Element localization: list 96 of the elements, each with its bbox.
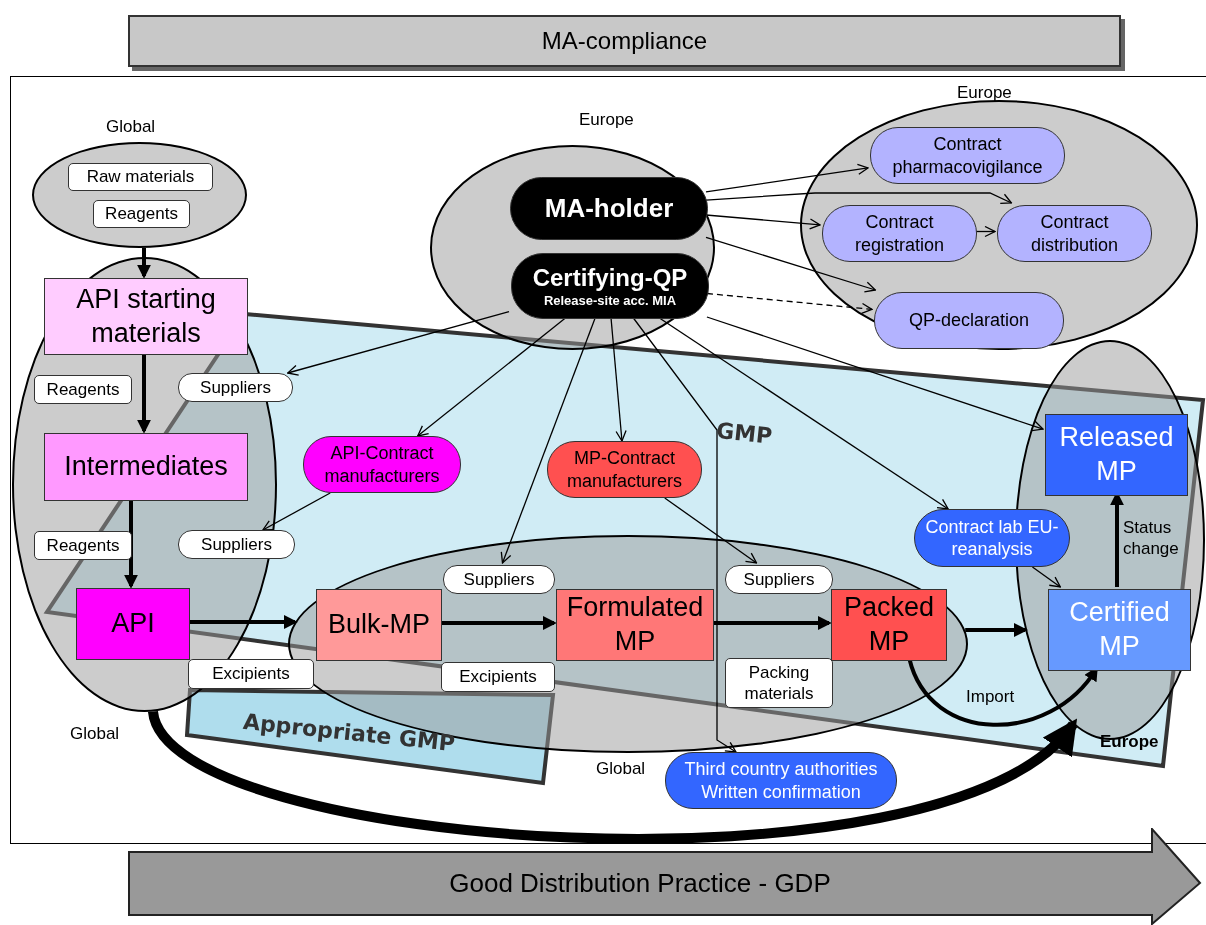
process-box <box>44 433 248 501</box>
edge-label: Import <box>966 686 1016 708</box>
node-label: Raw materials <box>86 166 195 188</box>
arrow <box>148 709 1079 844</box>
arrow <box>706 316 1044 432</box>
arrow <box>500 316 597 564</box>
node-label: Intermediates <box>64 450 228 484</box>
process-box <box>725 565 833 594</box>
process-box <box>510 177 708 240</box>
arrow <box>188 615 298 629</box>
node-label: Excipients <box>212 663 290 685</box>
arrow <box>965 623 1028 637</box>
node-label: Release-site acc. MIA <box>543 292 677 310</box>
region-label: Global <box>70 723 120 745</box>
node-label: Certifying-QP <box>532 262 688 293</box>
node-label: Good Distribution Practice - GDP <box>449 867 831 900</box>
node-label: Suppliers <box>201 533 272 556</box>
arrow <box>440 616 557 630</box>
node-label: Suppliers <box>743 568 815 591</box>
arrow <box>664 497 758 564</box>
node-label: Certified MP <box>1068 596 1171 663</box>
block-arrow <box>128 828 1202 925</box>
arrow <box>705 192 1013 204</box>
region-label: Global <box>596 758 646 780</box>
process-box <box>76 588 190 660</box>
node-label: Reagents <box>46 534 120 557</box>
process-box <box>443 565 555 594</box>
process-box <box>556 589 714 661</box>
process-box <box>34 375 132 404</box>
node-label: Packed MP <box>842 591 936 658</box>
process-box <box>44 278 248 355</box>
arrow <box>705 236 877 293</box>
node-label: Packing materials <box>743 661 815 705</box>
node-label: Contract pharmacovigilance <box>891 133 1044 178</box>
process-box <box>547 441 702 498</box>
process-box <box>178 530 295 559</box>
zone-label: Appropriate GMP <box>241 708 457 759</box>
node-label: Bulk-MP <box>328 608 430 642</box>
process-box <box>511 253 709 319</box>
node-label: Reagents <box>105 203 178 225</box>
node-label: Contract lab EU-reanalysis <box>924 515 1060 561</box>
node-label: API starting materials <box>75 282 217 350</box>
arrow <box>137 353 151 434</box>
process-box <box>997 205 1152 262</box>
node-label: MA-compliance <box>541 26 708 56</box>
dashed-arrow <box>706 292 873 315</box>
node-label: API-Contract manufacturers <box>323 442 441 487</box>
arrow <box>632 316 737 753</box>
node-label: Third country authorities Written confirmation <box>683 758 879 803</box>
arrow <box>610 316 627 442</box>
arrow <box>907 658 1098 727</box>
process-box <box>870 127 1065 184</box>
edge-label: Status change <box>1123 517 1180 560</box>
arrow <box>705 163 869 193</box>
node-label: Reagents <box>46 378 120 401</box>
process-box <box>874 292 1064 349</box>
node-label: Contract registration <box>853 211 945 256</box>
arrow <box>657 316 949 510</box>
arrow <box>1031 566 1061 588</box>
node-label: Suppliers <box>200 376 271 399</box>
arrow <box>705 214 821 230</box>
process-box <box>178 373 293 402</box>
process-box <box>441 662 555 692</box>
process-box <box>303 436 461 493</box>
arrow <box>262 492 331 531</box>
process-box <box>68 163 213 191</box>
node-label: Suppliers <box>463 568 535 591</box>
process-box <box>725 658 833 708</box>
node-label: MP-Contract manufacturers <box>565 447 684 492</box>
node-label: Contract distribution <box>1029 211 1119 256</box>
process-box <box>188 659 314 689</box>
process-box <box>665 752 897 809</box>
process-box <box>831 589 947 661</box>
process-box <box>1045 414 1188 496</box>
node-label: Released MP <box>1058 421 1175 488</box>
arrow <box>124 499 138 589</box>
process-box <box>34 531 132 560</box>
region-label: Europe <box>579 109 634 131</box>
arrow <box>287 310 510 376</box>
node-label: Formulated MP <box>565 591 705 658</box>
node-label: API <box>111 607 155 641</box>
node-label: Excipients <box>459 666 537 688</box>
process-box <box>822 205 977 262</box>
arrow <box>137 247 151 279</box>
node-label: QP-declaration <box>908 309 1030 332</box>
node-label: MA-holder <box>544 192 674 225</box>
zone-label: GMP <box>714 417 774 451</box>
arrow <box>712 616 832 630</box>
arrow <box>974 225 996 238</box>
process-box <box>316 589 442 661</box>
region-label: Europe <box>1100 731 1159 753</box>
process-box <box>93 200 190 228</box>
region-label: Europe <box>957 82 1012 104</box>
process-box <box>1048 589 1191 671</box>
arrow <box>417 316 568 437</box>
region-label: Global <box>106 116 156 138</box>
